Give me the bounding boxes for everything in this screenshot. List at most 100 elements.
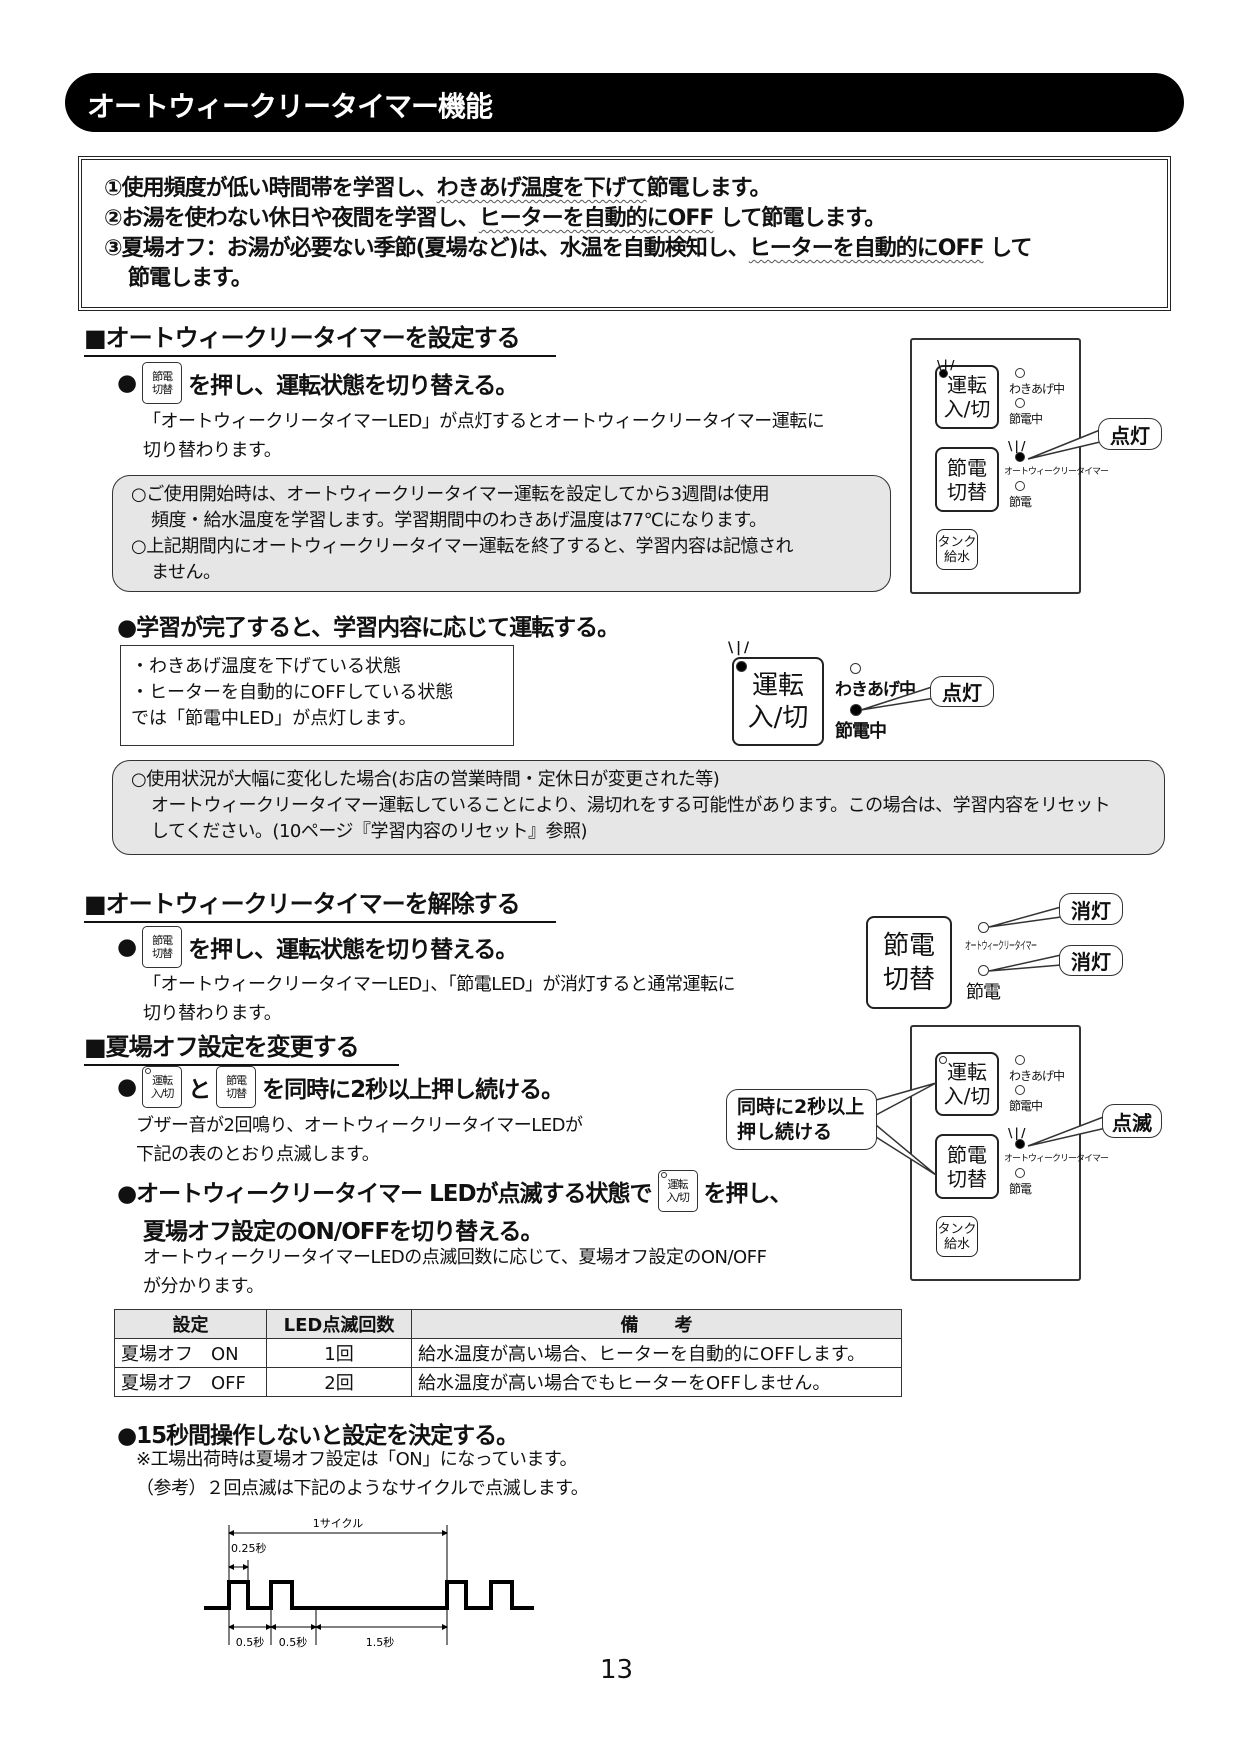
key-label: 給水: [943, 1236, 970, 1252]
text: オートウィークリータイマーLEDの点滅回数に応じて、夏場オフ設定のON/OFF: [143, 1247, 767, 1268]
setsuden-key-icon: 節電切替: [142, 362, 183, 404]
setsuden-led: [1015, 481, 1025, 491]
key-label: 節電: [152, 370, 173, 383]
intro-box: ①使用頻度が低い時間帯を学習し、わきあげ温度を下げて節電します。 ②お湯を使わな…: [78, 156, 1171, 311]
callout-pointer: [988, 906, 1062, 972]
led-label: オートウィークリータイマー: [965, 939, 1037, 952]
key-label: 切替: [152, 383, 173, 396]
period-label-2: 0.5秒: [279, 1635, 308, 1649]
text: ・わきあげ温度を下げている状態: [131, 656, 401, 677]
key-label: 運転: [667, 1178, 689, 1191]
column-header: LED点滅回数: [266, 1309, 412, 1339]
blink-rays-icon: \ | /: [1008, 1126, 1025, 1140]
bullet-cancel: ● 節電切替 を押し、運転状態を切り替える。: [117, 926, 518, 968]
led-label: 節電: [966, 982, 1001, 1003]
callout-lit: 点灯: [1098, 418, 1162, 450]
text: してください。(10ページ『学習内容のリセット』参照): [151, 821, 588, 842]
unten-button[interactable]: 運転入/切: [935, 1052, 999, 1116]
key-label: 切替: [882, 964, 935, 995]
intro-line-3: ③夏場オフ：お湯が必要ない季節(夏場など)は、水温を自動検知し、ヒーターを自動的…: [104, 234, 1167, 264]
factory-note: ※工場出荷時は夏場オフ設定は「ON」になっています。: [136, 1449, 578, 1470]
key-label: 節電: [882, 930, 935, 961]
led-label: オートウィークリータイマー: [1004, 467, 1109, 477]
bullet-hold-both: ● 運転入/切 と 節電切替 を同時に2秒以上押し続ける。: [117, 1066, 564, 1108]
table-cell: 給水温度が高い場合でもヒーターをOFFしません。: [411, 1367, 902, 1397]
status-box: ・わきあげ温度を下げている状態 ・ヒーターを自動的にOFFしている状態 では「節…: [120, 645, 514, 746]
setsuden-key-icon: 節電切替: [216, 1066, 257, 1108]
key-label: 運転: [152, 1074, 173, 1087]
bullet-set: ● 節電切替 を押し、運転状態を切り替える。: [117, 362, 518, 404]
column-header: 設定: [114, 1309, 267, 1339]
underlined-text: ヒーターを自動的にOFF: [748, 236, 985, 261]
led-label: 節電中: [835, 721, 887, 742]
unten-button-large: 運転入/切: [732, 657, 824, 746]
callout-pointer: [860, 685, 936, 711]
callout-pointer: [875, 1082, 937, 1176]
text: 頻度・給水温度を学習します。学習期間中のわきあげ温度は77℃になります。: [151, 510, 767, 531]
text: 下記の表のとおり点滅します。: [136, 1144, 380, 1165]
note-learning: ○ご使用開始時は、オートウィークリータイマー運転を設定してから3週間は使用 頻度…: [112, 475, 891, 592]
bullet-icon: ●: [117, 934, 137, 960]
tank-button[interactable]: タンク給水: [936, 529, 978, 570]
table-cell: 夏場オフ OFF: [114, 1367, 267, 1397]
callout-blink: 点滅: [1102, 1104, 1162, 1138]
page-number: 13: [600, 1655, 634, 1685]
key-label: 入/切: [747, 702, 809, 733]
on-time-label: 0.25秒: [231, 1541, 267, 1555]
led-label: オートウィークリータイマー: [1004, 1154, 1109, 1164]
bullet-text: を押し、運転状態を切り替える。: [188, 937, 518, 963]
key-label: 節電: [152, 934, 173, 947]
text: ○ご使用開始時は、オートウィークリータイマー運転を設定してから3週間は使用: [131, 484, 770, 505]
key-label: 入/切: [666, 1191, 690, 1204]
table-cell: 2回: [266, 1367, 412, 1397]
bullet-learning-complete: ●学習が完了すると、学習内容に応じて運転する。: [117, 615, 620, 641]
text: では「節電中LED」が点灯します。: [131, 708, 417, 729]
table-cell: 1回: [266, 1338, 412, 1368]
key-label: 給水: [943, 549, 970, 565]
wakiage-led: [1015, 368, 1025, 378]
text: ②お湯を使わない休日や夜間を学習し、: [104, 206, 480, 231]
cycle-label: 1サイクル: [313, 1517, 363, 1530]
text: ブザー音が2回鳴り、オートウィークリータイマーLEDが: [136, 1115, 583, 1136]
setsuden-led: [1015, 1168, 1025, 1178]
led-label: 節電中: [1009, 412, 1043, 426]
key-label: 運転: [947, 373, 987, 397]
table-row: 夏場オフ ON 1回 給水温度が高い場合、ヒーターを自動的にOFFします。: [114, 1338, 902, 1368]
set-desc: 「オートウィークリータイマーLED」が点灯するとオートウィークリータイマー運転に…: [143, 407, 825, 465]
reference-note: （参考）２回点滅は下記のようなサイクルで点滅します。: [136, 1478, 589, 1499]
text: ・ヒーターを自動的にOFFしている状態: [131, 682, 454, 703]
callout-off-setsuden: 消灯: [1059, 945, 1123, 976]
setsuden-button[interactable]: 節電切替: [935, 1134, 999, 1199]
key-label: 入/切: [943, 1084, 991, 1108]
table-row: 夏場オフ OFF 2回 給水温度が高い場合でもヒーターをOFFしません。: [114, 1367, 902, 1397]
bullet-toggle: ●オートウィークリータイマー LEDが点滅する状態で 運転入/切 を押し、: [117, 1170, 793, 1212]
text: が分かります。: [143, 1276, 264, 1297]
tank-button[interactable]: タンク給水: [936, 1216, 978, 1257]
setsuden-key-icon: 節電切替: [142, 926, 183, 968]
bullet-text: ●オートウィークリータイマー LEDが点滅する状態で: [117, 1181, 653, 1207]
key-label: 節電: [947, 1142, 987, 1167]
intro-line-4: 節電します。: [128, 266, 253, 291]
bullet-toggle-line2: 夏場オフ設定のON/OFFを切り替える。: [143, 1219, 543, 1245]
text: ③夏場オフ：お湯が必要ない季節(夏場など)は、水温を自動検知し、: [104, 236, 750, 261]
intro-line-2: ②お湯を使わない休日や夜間を学習し、ヒーターを自動的にOFF して節電します。: [104, 204, 1167, 234]
setsudenchu-led: [1015, 398, 1025, 408]
text: 節電します。: [646, 176, 772, 201]
bullet-text: を押し、運転状態を切り替える。: [188, 373, 518, 399]
bullet-text: を押し、: [703, 1181, 793, 1207]
setsuden-button[interactable]: 節電切替: [935, 447, 999, 512]
table-cell: 夏場オフ ON: [114, 1338, 267, 1368]
unten-button[interactable]: \ | / 運転入/切: [935, 358, 999, 429]
text: して: [983, 236, 1032, 261]
table-cell: 給水温度が高い場合、ヒーターを自動的にOFFします。: [411, 1338, 902, 1368]
underlined-text: わきあげ温度を下げて: [436, 176, 648, 201]
key-label: 節電: [947, 455, 987, 480]
auto-timer-led: [1015, 1139, 1025, 1149]
led-icon: [660, 1172, 667, 1178]
text: と: [188, 1077, 211, 1103]
wakiage-led: [1015, 1055, 1025, 1065]
unten-led: [736, 661, 747, 672]
control-panel: \ | / 運転入/切 節電切替 タンク給水 わきあげ中 節電中 \ | / オ…: [910, 338, 1109, 594]
text: ○上記期間内にオートウィークリータイマー運転を終了すると、学習内容は記憶され: [131, 536, 793, 557]
unten-key-icon: 運転入/切: [657, 1170, 698, 1212]
